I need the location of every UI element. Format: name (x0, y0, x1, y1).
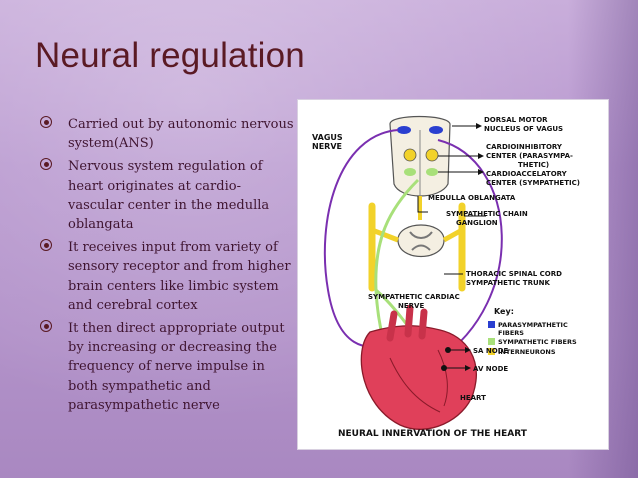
label-vagus-2: NERVE (312, 142, 342, 151)
label-sa-node: SA NODE (473, 347, 509, 355)
label-pointers (417, 123, 486, 371)
label-av-node: AV NODE (473, 365, 508, 373)
heart-innervation-diagram: VAGUS NERVE DORSAL MOTOR NUCLEUS OF VAGU… (297, 99, 609, 450)
bullet-item: Nervous system regulation of heart origi… (40, 155, 295, 232)
medulla-drawing (389, 115, 451, 197)
heart-drawing (360, 304, 477, 430)
label-cardioaccel-1: CARDIOACCELATORY (486, 170, 568, 178)
label-cardioinhib-1: CARDIOINHIBITORY (486, 143, 563, 151)
circle-dot-bullet-icon (40, 158, 52, 171)
label-vagus-1: VAGUS (312, 133, 343, 142)
label-cardioinhib-2: CENTER (PARASYMPA- (486, 152, 573, 160)
label-card-nerve-2: NERVE (398, 302, 424, 310)
label-chain-2: GANGLION (456, 219, 498, 227)
label-thoracic: THORACIC SPINAL CORD (466, 270, 562, 278)
bullet-list: Carried out by autonomic nervous system(… (40, 113, 295, 417)
spinal-cord-drawing (397, 224, 445, 258)
bullet-item: It receives input from variety of sensor… (40, 236, 295, 313)
key-para-2: FIBERS (498, 329, 524, 337)
bullet-text: Carried out by autonomic nervous system(… (68, 117, 294, 152)
circle-dot-bullet-icon (40, 320, 52, 333)
figure-caption: NEURAL INNERVATION OF THE HEART (338, 429, 528, 439)
diagram-svg: VAGUS NERVE DORSAL MOTOR NUCLEUS OF VAGU… (312, 115, 580, 439)
circle-dot-bullet-icon (40, 239, 52, 252)
label-trunk: SYMPATHETIC TRUNK (466, 279, 551, 287)
key-title: Key: (494, 307, 514, 316)
slide-title: Neural regulation (35, 36, 305, 75)
label-card-nerve-1: SYMPATHETIC CARDIAC (368, 293, 460, 301)
label-medulla: MEDULLA OBLANGATA (428, 194, 516, 202)
bullet-item: It then direct appropriate output by inc… (40, 317, 295, 413)
label-dorsal-1: DORSAL MOTOR (484, 116, 548, 124)
key-swatch-parasympathetic (488, 321, 495, 328)
label-cardioinhib-3: THETIC) (518, 161, 549, 169)
bullet-item: Carried out by autonomic nervous system(… (40, 113, 295, 151)
label-heart: HEART (460, 394, 486, 402)
figure-key: Key: PARASYMPATHETIC FIBERS SYMPATHETIC … (488, 307, 577, 356)
key-symp: SYMPATHETIC FIBERS (498, 338, 577, 346)
label-cardioaccel-2: CENTER (SYMPATHETIC) (486, 179, 580, 187)
key-inter: INTERNEURONS (498, 348, 556, 356)
label-chain-1: SYMPATHETIC CHAIN (446, 210, 528, 218)
key-para-1: PARASYMPATHETIC (498, 321, 568, 329)
bullet-text: It then direct appropriate output by inc… (68, 321, 285, 413)
bullet-text: Nervous system regulation of heart origi… (68, 159, 270, 233)
circle-dot-bullet-icon (40, 116, 52, 128)
key-swatch-interneurons (488, 348, 495, 355)
bullet-text: It receives input from variety of sensor… (68, 240, 291, 313)
key-swatch-sympathetic (488, 338, 495, 345)
label-dorsal-2: NUCLEUS OF VAGUS (484, 125, 563, 133)
